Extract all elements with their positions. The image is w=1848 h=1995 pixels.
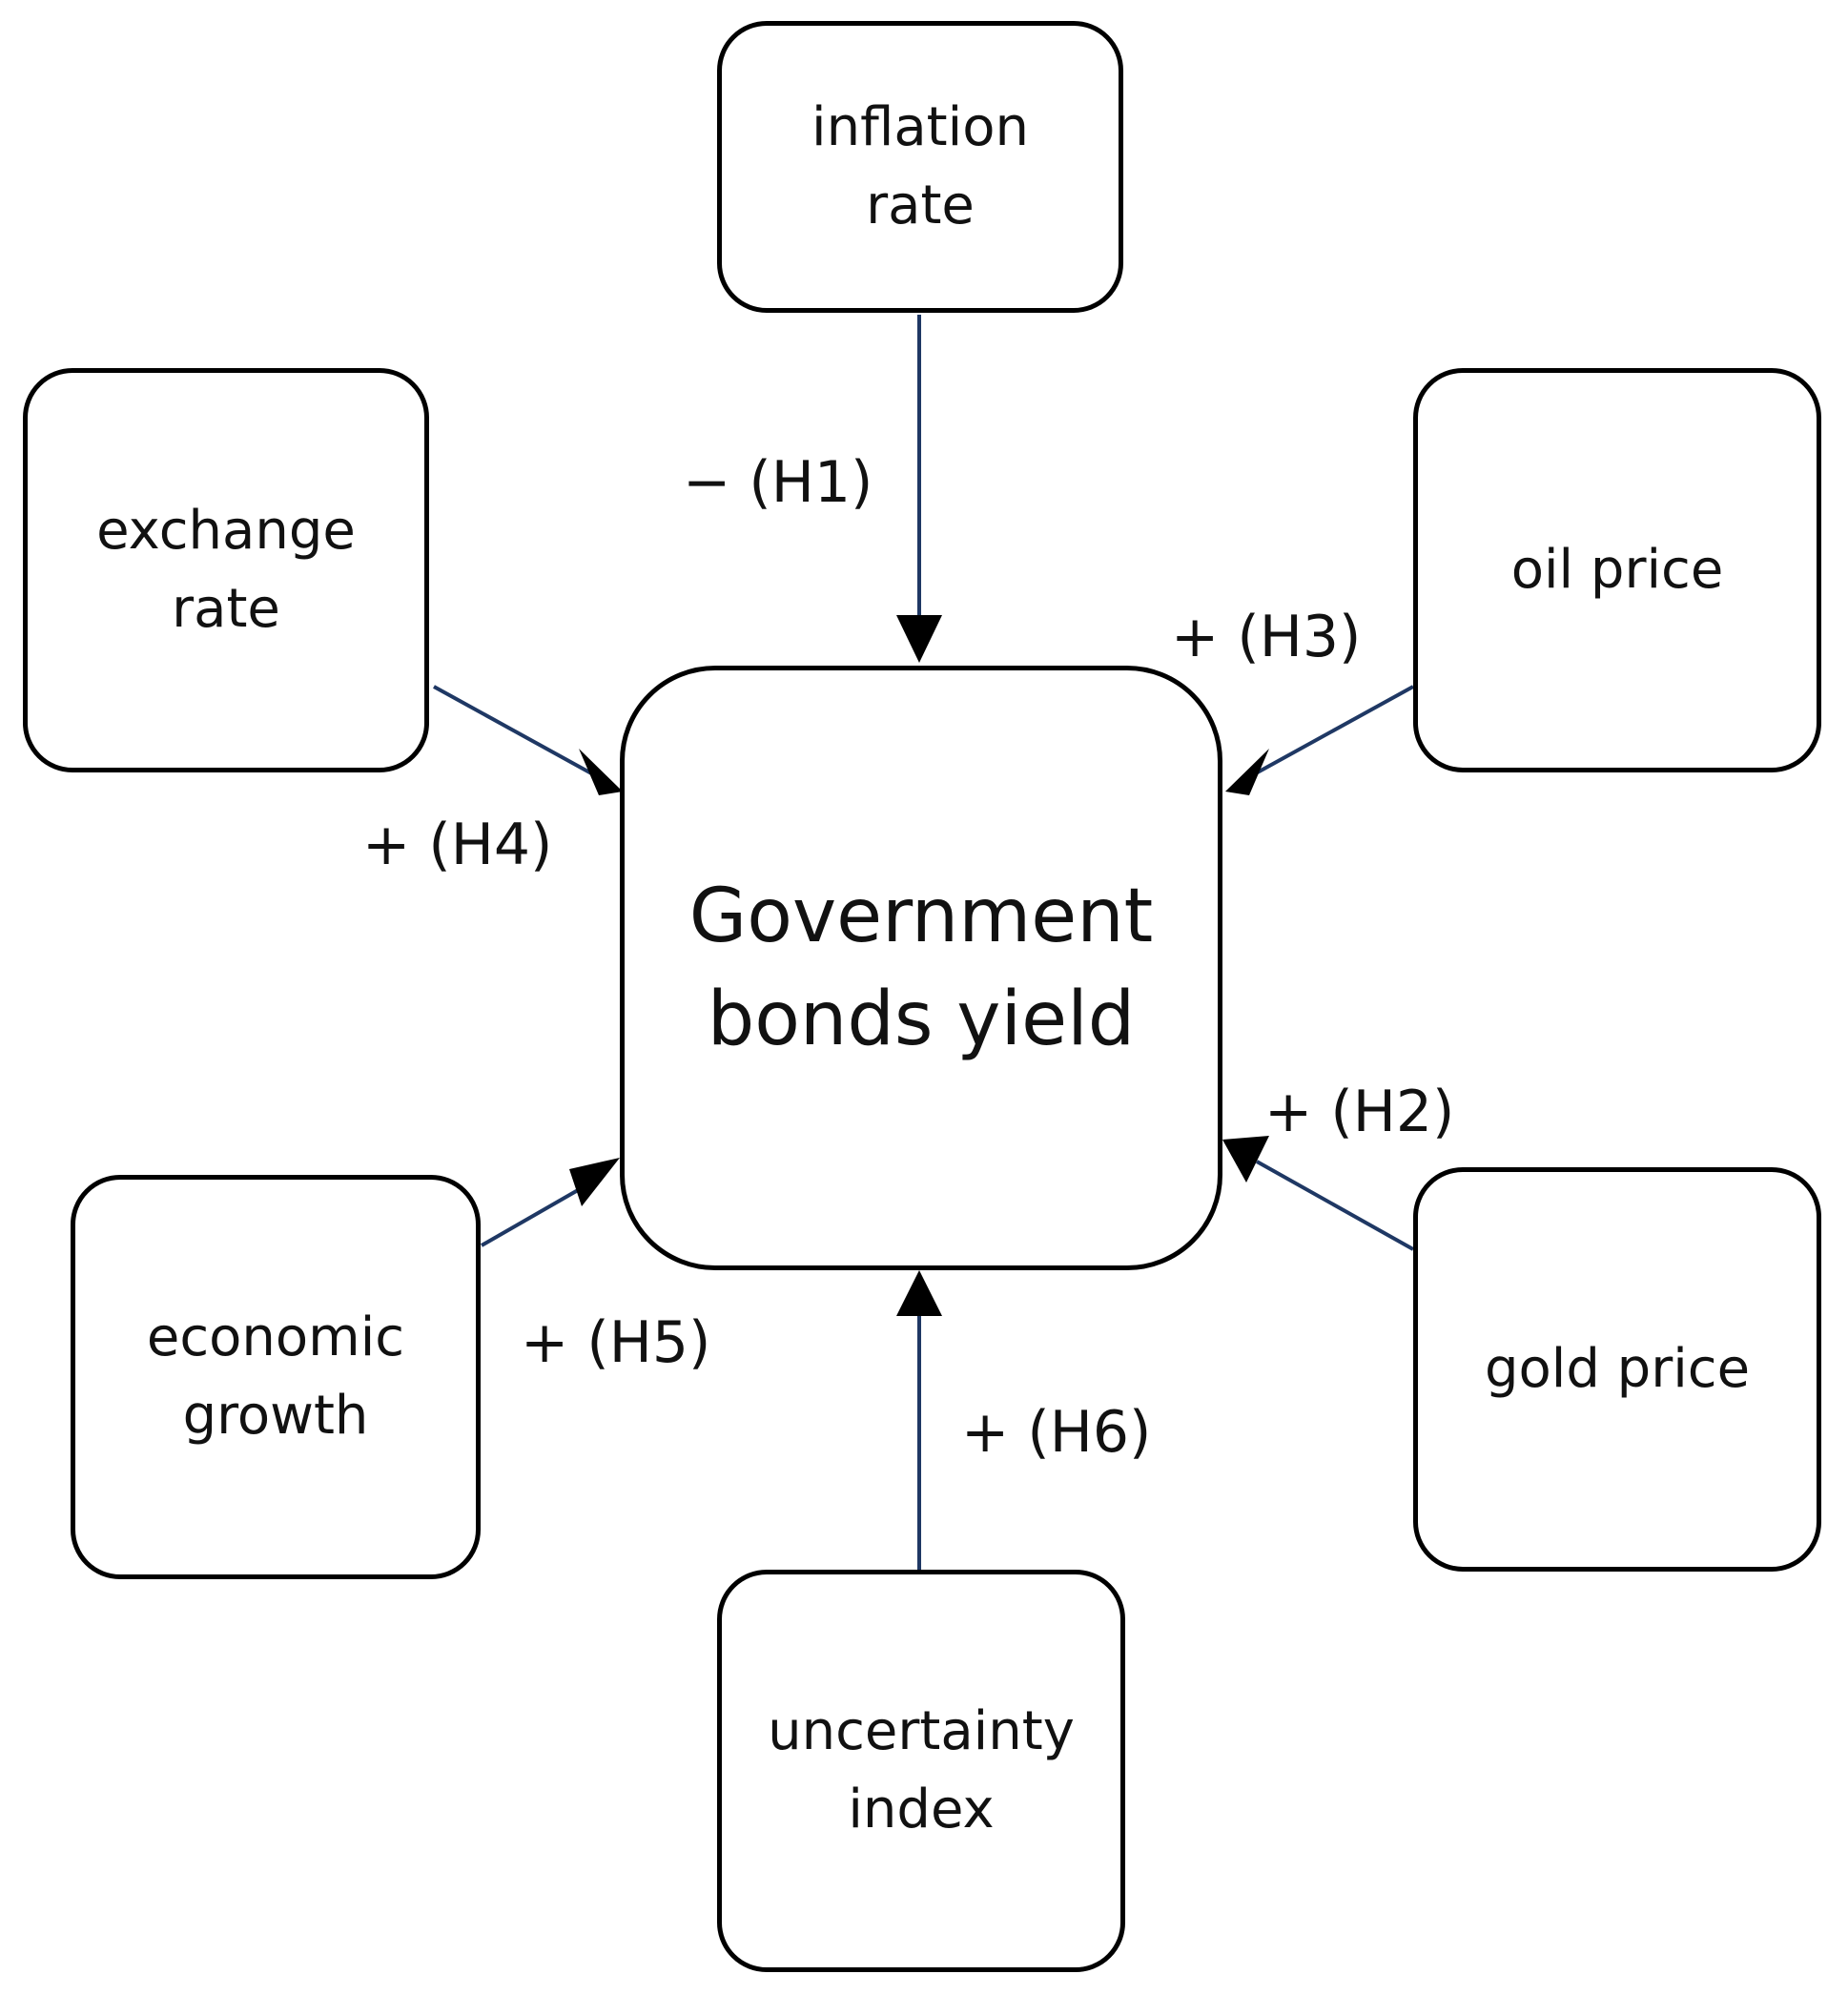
node-uncertainty-index: uncertainty index [717, 1570, 1125, 1972]
node-gold-price-label: gold price [1484, 1338, 1751, 1400]
arrow-h1 [896, 315, 942, 663]
edge-label-h4: + (H4) [362, 812, 553, 878]
edge-label-h5: + (H5) [521, 1309, 711, 1376]
arrow-h3 [1225, 685, 1414, 795]
node-uncertainty-index-label: uncertainty index [768, 1700, 1075, 1841]
arrow-h5 [481, 1158, 620, 1247]
center-node-label: Government bonds yield [688, 874, 1154, 1062]
node-gold-price: gold price [1413, 1167, 1821, 1572]
node-exchange-rate-label: exchange rate [96, 500, 356, 640]
node-oil-price: oil price [1413, 368, 1821, 772]
edge-label-h1: − (H1) [683, 449, 873, 516]
node-oil-price-label: oil price [1510, 539, 1724, 601]
arrow-h6 [896, 1270, 942, 1570]
node-inflation-rate-label: inflation rate [811, 96, 1029, 237]
node-economic-growth-label: economic growth [146, 1306, 405, 1447]
edge-label-h3: + (H3) [1171, 604, 1362, 670]
center-node-government-bonds-yield: Government bonds yield [620, 666, 1222, 1270]
arrow-h4 [433, 685, 623, 795]
node-economic-growth: economic growth [71, 1175, 481, 1579]
arrow-h2 [1222, 1136, 1414, 1251]
node-inflation-rate: inflation rate [717, 21, 1123, 313]
edge-label-h2: + (H2) [1264, 1079, 1455, 1145]
node-exchange-rate: exchange rate [23, 368, 429, 772]
edge-label-h6: + (H6) [961, 1399, 1152, 1466]
